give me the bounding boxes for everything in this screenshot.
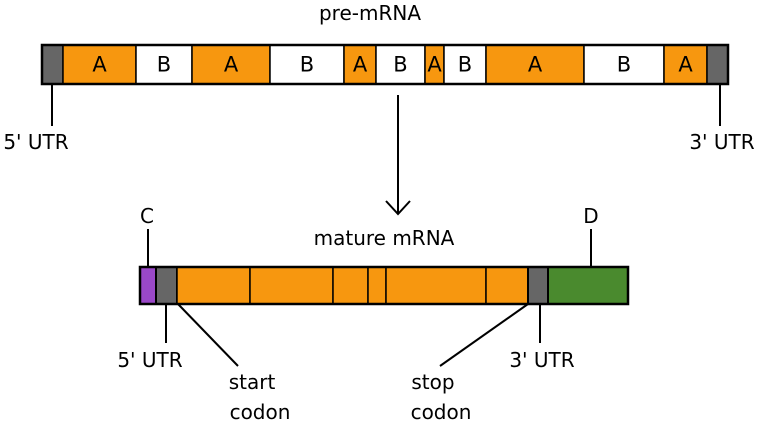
mature-mrna-bar	[138, 265, 630, 306]
start-codon-label-line2: codon	[230, 400, 291, 424]
processing-arrow	[385, 95, 411, 216]
mature-exon-segment	[332, 266, 369, 305]
mature-3utr-segment	[527, 266, 549, 305]
mature-exon-segment	[176, 266, 251, 305]
pre-utr-segment	[41, 44, 64, 85]
pre-intron-segment	[583, 44, 665, 85]
stop-codon-label-line2: codon	[411, 400, 472, 424]
mature-mrna-outline	[138, 265, 630, 306]
pre-exon-segment	[62, 44, 137, 85]
start-codon-pointer	[177, 303, 239, 367]
pre-exon-segment	[485, 44, 585, 85]
stop-codon-label-line1: stop	[411, 370, 454, 394]
mature-exon-segment	[249, 266, 334, 305]
pre-intron-label: B	[393, 53, 407, 77]
pre-exon-label: A	[353, 53, 368, 77]
mature-exon-segment	[485, 266, 529, 305]
pre-mrna-outline	[40, 43, 730, 86]
mature-5utr-segment	[155, 266, 178, 305]
pre-exon-label: A	[678, 53, 693, 77]
mature-5utr-label: 5' UTR	[117, 348, 182, 372]
pre-3utr-label: 3' UTR	[689, 130, 754, 154]
pre-intron-segment	[375, 44, 426, 85]
mature-3utr-label: 3' UTR	[509, 348, 574, 372]
pre-intron-segment	[135, 44, 193, 85]
pre-exon-label: A	[224, 53, 239, 77]
mature-exon-segment	[367, 266, 387, 305]
pre-5utr-label: 5' UTR	[3, 130, 68, 154]
pre-intron-label: B	[300, 53, 314, 77]
pre-intron-label: B	[617, 53, 631, 77]
pre-intron-label: B	[458, 53, 472, 77]
start-codon-label-line1: start	[229, 370, 276, 394]
mature-mrna-title: mature mRNA	[314, 226, 455, 250]
pre-exon-label: A	[92, 53, 107, 77]
mature-exon-segment	[385, 266, 487, 305]
tail-segment	[547, 266, 629, 305]
cap-label: C	[140, 204, 154, 228]
pre-intron-label: B	[157, 53, 171, 77]
pre-utr-segment	[706, 44, 729, 85]
cap-segment	[139, 266, 157, 305]
tail-label: D	[583, 204, 598, 228]
stop-codon-pointer	[439, 303, 529, 367]
pre-exon-label: A	[528, 53, 543, 77]
pre-exon-label: A	[427, 53, 442, 77]
pre-mrna-title: pre-mRNA	[319, 1, 421, 25]
